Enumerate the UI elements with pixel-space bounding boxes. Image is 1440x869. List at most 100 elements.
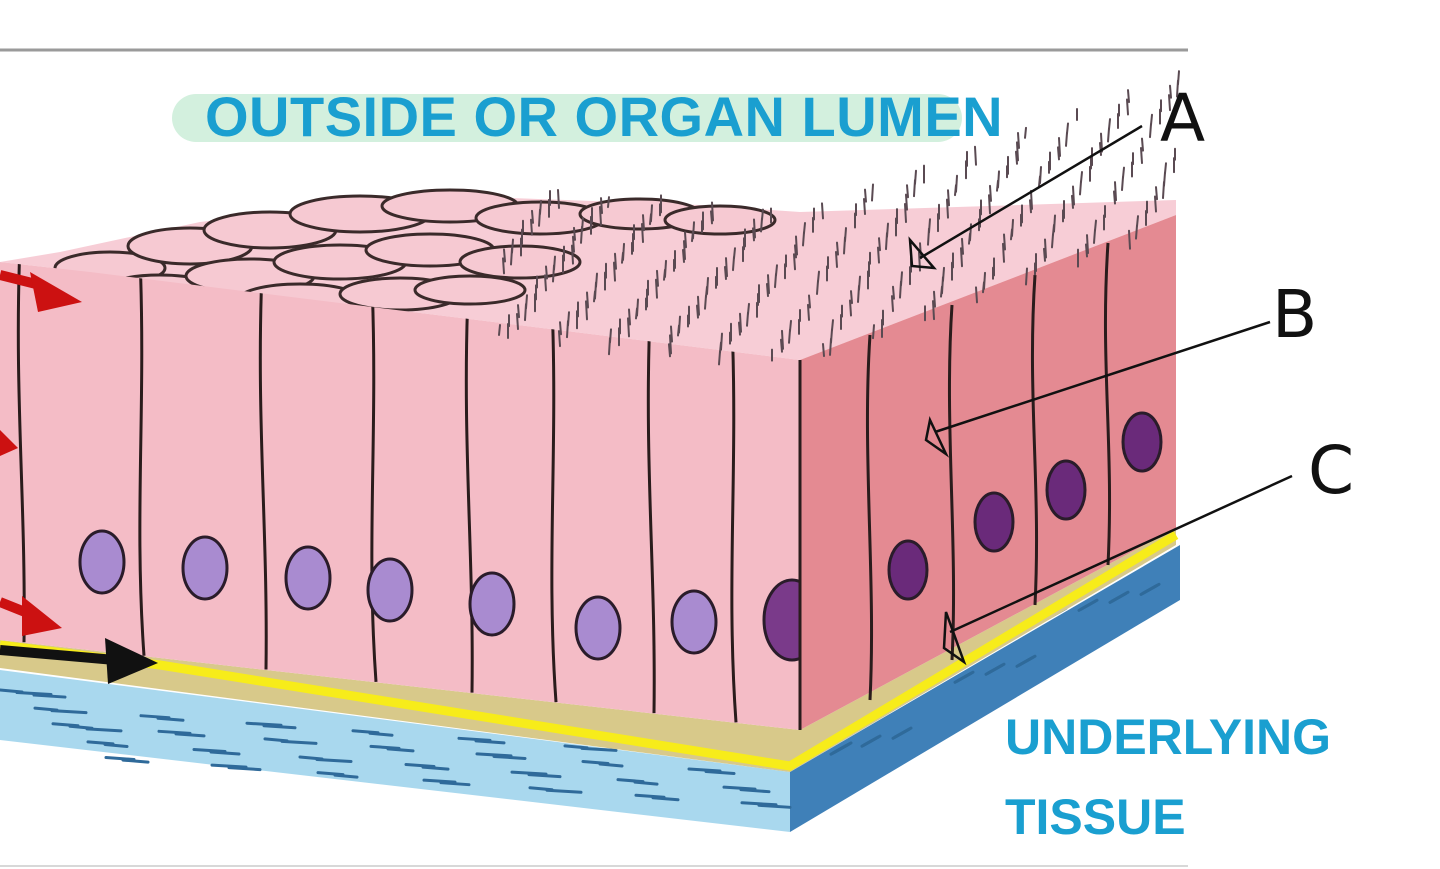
cell-borders-side <box>865 242 1112 701</box>
microvillus <box>817 270 820 283</box>
nucleus <box>670 589 718 655</box>
fiber-side <box>1110 590 1130 603</box>
microvillus <box>899 280 902 299</box>
cell-border <box>138 262 146 656</box>
microvillus <box>517 304 520 319</box>
microvillus <box>738 321 741 336</box>
microvillus <box>746 311 749 327</box>
nucleus <box>366 557 414 623</box>
microvillus <box>835 250 838 268</box>
microvillus <box>989 184 992 202</box>
fiber <box>262 724 297 730</box>
microvillus <box>954 184 957 197</box>
microvillus <box>793 253 796 271</box>
microvillus <box>641 223 644 244</box>
microvillus <box>538 208 541 227</box>
black-arrow <box>0 638 158 684</box>
microvillus <box>1135 224 1138 240</box>
microvillus <box>940 285 943 298</box>
microvillus <box>649 213 652 226</box>
microvillus <box>1113 190 1116 205</box>
microvillus <box>808 294 811 309</box>
microvillus <box>682 248 685 263</box>
microvillus <box>573 226 576 241</box>
microvillus <box>864 188 867 203</box>
cell-border <box>646 313 656 714</box>
fiber <box>651 796 680 802</box>
microvillus <box>849 299 852 317</box>
microvillus <box>1052 223 1055 236</box>
microvillus <box>961 237 964 255</box>
microvillus <box>607 196 610 209</box>
nucleus <box>574 595 622 661</box>
microvillus <box>1155 186 1158 201</box>
microvillus <box>1085 243 1088 258</box>
microvillus <box>1071 194 1074 209</box>
microvillus <box>946 198 949 219</box>
microvillus <box>593 290 596 303</box>
microvillus <box>932 300 935 321</box>
microvillus <box>1154 195 1157 213</box>
red-arrows <box>0 270 82 636</box>
microvillus <box>704 294 707 310</box>
microvillus <box>1079 180 1082 196</box>
nucleus-dark <box>973 491 1015 553</box>
microvillus <box>753 218 756 239</box>
microvillus <box>843 236 846 255</box>
fiber <box>50 709 88 715</box>
fiber <box>740 801 778 807</box>
microvillus <box>774 273 777 289</box>
cell-border <box>550 302 558 703</box>
microvillus <box>498 324 501 336</box>
microvillus <box>1114 181 1117 202</box>
microvillus <box>1176 79 1179 98</box>
microvillus <box>599 206 602 226</box>
pointer-lines <box>908 124 1293 666</box>
nucleus-dark <box>1121 411 1163 473</box>
microvillus <box>795 235 798 256</box>
microvillus <box>1107 127 1110 143</box>
microvillus <box>524 303 527 322</box>
pointer-head-c <box>942 611 967 666</box>
microvillus <box>670 325 673 343</box>
microvillus <box>913 179 916 198</box>
microvillus <box>1025 267 1028 286</box>
cell-border <box>464 293 474 693</box>
microvillus <box>677 324 680 337</box>
microvillus <box>1162 181 1165 200</box>
microvillus <box>571 244 574 265</box>
microvillus <box>1058 136 1061 157</box>
microvillus <box>781 329 784 350</box>
microvillus <box>1121 176 1124 192</box>
microvillus <box>1029 199 1032 214</box>
apical-dome <box>663 204 777 236</box>
nuclei-front <box>78 529 822 662</box>
fiber-side <box>986 662 1006 675</box>
microvillus <box>1065 131 1068 147</box>
microvillus <box>968 232 971 245</box>
microvillus <box>739 312 742 333</box>
fiber <box>527 773 562 779</box>
apical-dome <box>413 274 527 306</box>
microvillus <box>794 244 797 259</box>
fiber <box>156 716 185 722</box>
microvillus <box>780 338 783 353</box>
cell-border <box>258 270 268 670</box>
microvillus <box>760 217 763 233</box>
red-arrow-middle <box>0 430 18 456</box>
fiber <box>174 732 206 738</box>
fiber <box>474 739 506 745</box>
microvillus <box>933 290 936 308</box>
microvillus <box>586 291 589 309</box>
microvillus <box>510 247 513 266</box>
fiber-side <box>1017 654 1037 667</box>
fiber <box>633 780 659 786</box>
microvillus <box>691 230 694 243</box>
microvillus <box>767 274 770 295</box>
microvillus <box>807 303 810 321</box>
cell-borders-front <box>16 262 738 723</box>
microvillus <box>996 179 999 192</box>
microvillus <box>766 283 769 298</box>
apical-domes <box>28 188 777 318</box>
